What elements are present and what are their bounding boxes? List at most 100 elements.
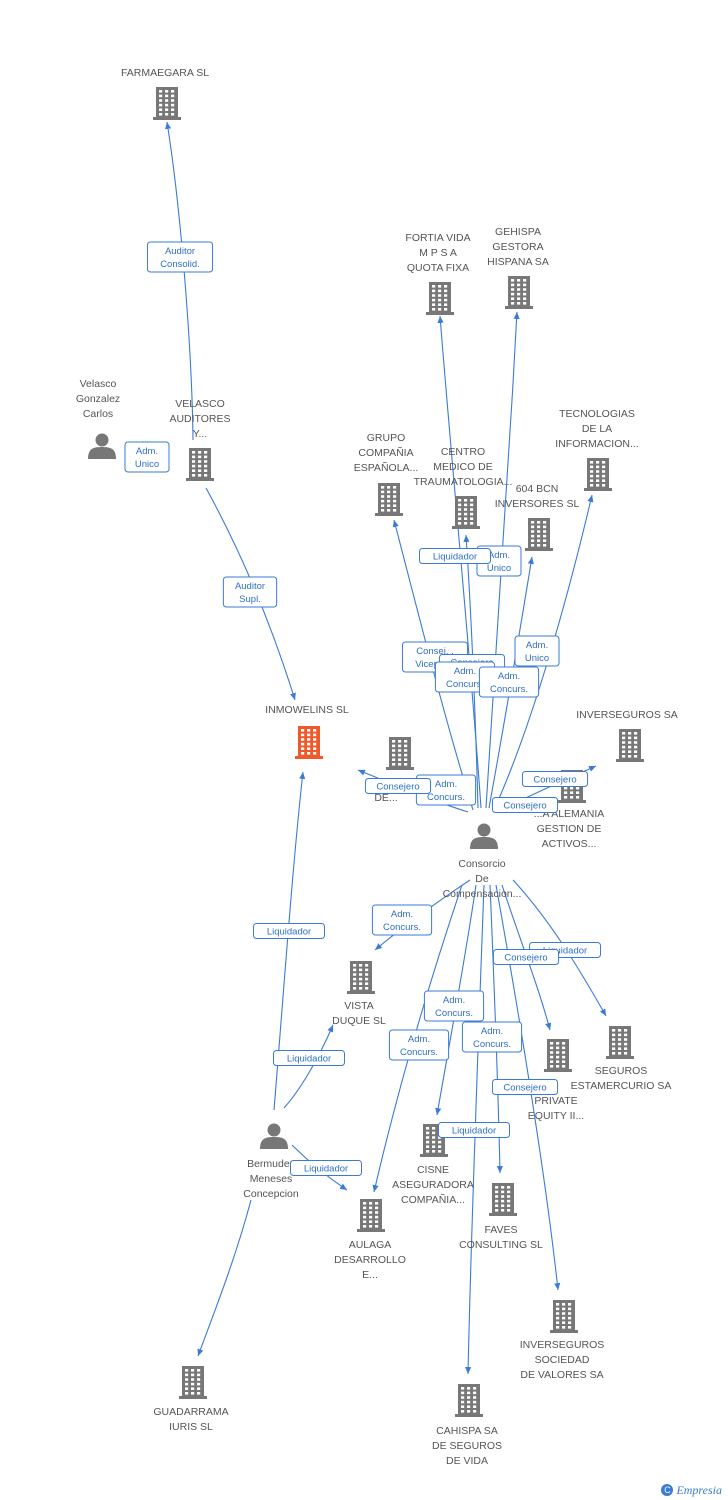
node-grupo[interactable]: GRUPOCOMPAÑIAESPAÑOLA...	[354, 432, 419, 516]
node-label-line: PRIVATE	[534, 1095, 577, 1107]
relation-badge[interactable]: Consejero	[491, 797, 559, 813]
badge-box	[491, 797, 559, 813]
node-label-line: CAHISPA SA	[436, 1425, 498, 1437]
relation-badge[interactable]: Adm.Unico	[124, 441, 170, 473]
badge-label: Unico	[525, 653, 549, 664]
building-highlight-icon	[295, 726, 323, 759]
badge-box	[521, 771, 589, 787]
node-label-line: Concepcion	[243, 1188, 299, 1200]
badge-box	[423, 990, 485, 1022]
node-label-line: Carlos	[83, 408, 113, 420]
relation-badge[interactable]: Adm.Concurs.	[461, 1021, 523, 1053]
badge-box	[461, 1021, 523, 1053]
node-label-line: VISTA	[344, 1000, 374, 1012]
node-label-line: TECNOLOGIAS	[559, 408, 635, 420]
relation-badge[interactable]: Liquidador	[253, 923, 325, 939]
relation-badge[interactable]: Adm.Concurs.	[478, 666, 540, 698]
badge-box	[222, 576, 278, 608]
badge-label: Consej. .	[416, 646, 454, 657]
badge-box	[124, 441, 170, 473]
badge-label: Adm.	[391, 909, 413, 920]
node-inmowelins[interactable]: INMOWELINS SL	[265, 704, 349, 759]
badge-box	[364, 778, 432, 794]
node-label-line: 604 BCN	[516, 483, 559, 495]
node-label-line: COMPAÑIA	[358, 446, 413, 459]
badge-label: Auditor	[165, 246, 195, 257]
badge-box	[419, 548, 491, 564]
node-label-line: QUOTA FIXA	[407, 262, 469, 274]
badge-label: Concurs.	[435, 1008, 473, 1019]
node-aulaga[interactable]: AULAGADESARROLLOE...	[334, 1199, 406, 1281]
badge-box	[478, 666, 540, 698]
relation-badge[interactable]: Consejero	[521, 771, 589, 787]
relation-badge[interactable]: Liquidador	[419, 548, 491, 564]
relation-badge[interactable]: Liquidador	[290, 1160, 362, 1176]
node-inverseguros_sa[interactable]: INVERSEGUROS SA	[576, 709, 678, 762]
node-label-line: CISNE	[417, 1164, 449, 1176]
relation-badge[interactable]: Consejero	[491, 1079, 559, 1095]
badge-label: Concurs.	[400, 1047, 438, 1058]
node-label-line: Y...	[193, 428, 207, 440]
node-label-line: DE VALORES SA	[520, 1369, 603, 1381]
building-icon	[347, 961, 375, 994]
relation-badge[interactable]: Adm.Concurs.	[423, 990, 485, 1022]
relation-badge[interactable]: Adm.Concurs.	[415, 774, 477, 806]
node-farmaegara[interactable]: FARMAEGARA SL	[121, 67, 209, 120]
badge-box	[253, 923, 325, 939]
brand-name: Empresia	[676, 1483, 722, 1497]
node-label-line: FARMAEGARA SL	[121, 67, 209, 79]
badge-box	[388, 1029, 450, 1061]
node-label-line: DE VIDA	[446, 1455, 488, 1467]
badge-label: Consejero	[503, 1083, 546, 1094]
node-label-line: DE...	[374, 792, 397, 804]
relation-badge[interactable]: Consejero	[364, 778, 432, 794]
node-label-line: INVERSORES SL	[495, 498, 580, 510]
copyright-icon: C	[661, 1484, 674, 1496]
badge-box	[273, 1050, 345, 1066]
relation-badge[interactable]: Liquidador	[438, 1122, 510, 1138]
building-icon	[606, 1026, 634, 1059]
badge-box	[290, 1160, 362, 1176]
node-velasco_auditores[interactable]: VELASCOAUDITORESY...	[169, 398, 231, 481]
node-label-line: INVERSEGUROS SA	[576, 709, 678, 721]
node-label-line: ESPAÑOLA...	[354, 461, 419, 474]
node-label-line: INVERSEGUROS	[520, 1339, 605, 1351]
node-label-line: INFORMACION...	[555, 438, 638, 450]
relation-badge[interactable]: Adm.Concurs.	[388, 1029, 450, 1061]
badge-label: Liquidador	[304, 1164, 348, 1175]
badge-label: Consejero	[376, 782, 419, 793]
badge-label: Liquidador	[452, 1126, 496, 1137]
node-label-line: GESTION DE	[537, 823, 602, 835]
relation-badge[interactable]: Consejero	[492, 949, 560, 965]
building-icon	[375, 483, 403, 516]
node-label-line: FAVES	[484, 1224, 517, 1236]
relation-badge[interactable]: Adm. Unico	[514, 635, 560, 667]
relation-badge[interactable]: Adm.Concurs.	[371, 904, 433, 936]
node-bcn604[interactable]: 604 BCN INVERSORES SL	[495, 483, 580, 551]
badge-label: Adm.	[435, 779, 457, 790]
node-label-line: INMOWELINS SL	[265, 704, 349, 716]
node-consorcio[interactable]: ConsorcioDeCompensacion...	[443, 823, 522, 901]
badge-label: Adm.	[526, 640, 548, 651]
node-label-line: Bermudez	[247, 1158, 295, 1170]
node-label-line: MEDICO DE	[433, 461, 493, 473]
relation-badge[interactable]: Liquidador	[273, 1050, 345, 1066]
